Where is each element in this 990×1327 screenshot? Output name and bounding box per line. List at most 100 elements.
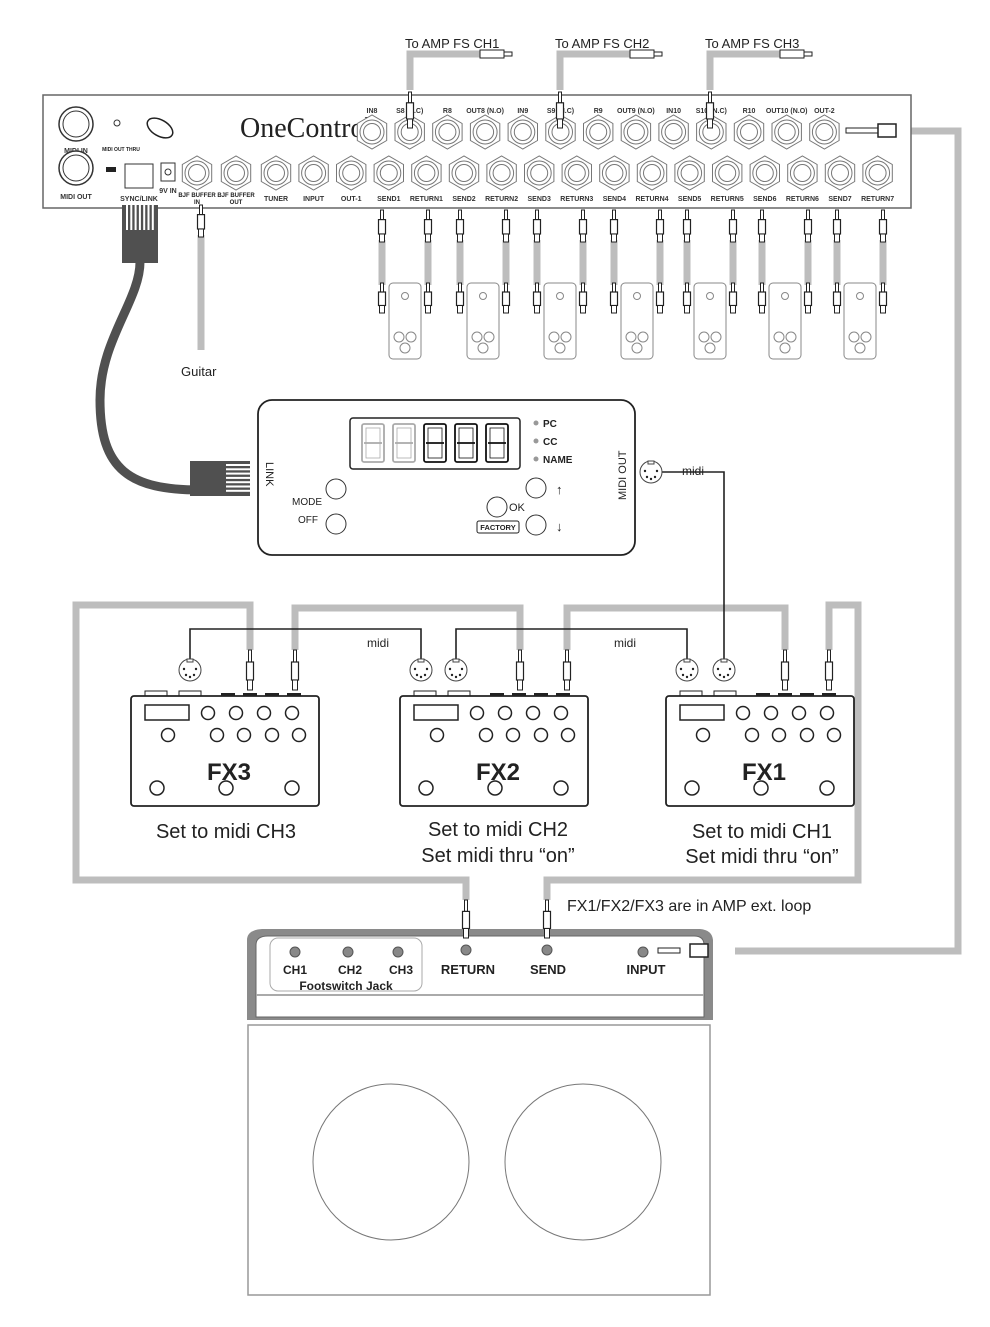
jack-r9[interactable] bbox=[583, 114, 614, 150]
fx-footswitch[interactable] bbox=[418, 780, 434, 796]
up-button[interactable] bbox=[525, 477, 547, 499]
fx-footswitch[interactable] bbox=[753, 780, 769, 796]
jack-in9[interactable] bbox=[507, 114, 538, 150]
fx-footswitch[interactable] bbox=[218, 780, 234, 796]
jack-send4[interactable] bbox=[599, 155, 630, 191]
effect-pedal[interactable] bbox=[768, 282, 802, 360]
fs-ch1-jack[interactable] bbox=[289, 946, 301, 958]
jack-out-1[interactable] bbox=[336, 155, 367, 191]
sync-link-port[interactable] bbox=[124, 163, 154, 189]
jack-send3[interactable] bbox=[524, 155, 555, 191]
jack-return2[interactable] bbox=[486, 155, 517, 191]
jack-in10[interactable] bbox=[658, 114, 689, 150]
jack-send5[interactable] bbox=[674, 155, 705, 191]
power-jack-inner bbox=[164, 168, 172, 176]
jack-label-return5: RETURN5 bbox=[711, 196, 744, 203]
din-key bbox=[186, 658, 194, 663]
jack-return5[interactable] bbox=[712, 155, 743, 191]
jack-tuner[interactable] bbox=[260, 155, 292, 191]
jack-out8-n-o[interactable] bbox=[469, 114, 501, 150]
jack-hole bbox=[342, 164, 361, 182]
seven-segment-digit bbox=[485, 423, 509, 463]
jack-s10-n-c[interactable] bbox=[696, 114, 727, 150]
effect-pedal[interactable] bbox=[466, 282, 500, 360]
jack-ring bbox=[827, 160, 853, 186]
fs-ch2-jack[interactable] bbox=[342, 946, 354, 958]
jack-out-2[interactable] bbox=[809, 114, 840, 150]
plug-tip bbox=[658, 282, 662, 293]
plug-tip bbox=[408, 91, 412, 104]
jack-return6[interactable] bbox=[787, 155, 818, 191]
jack-send1[interactable] bbox=[373, 155, 404, 191]
effect-pedal[interactable] bbox=[843, 282, 877, 360]
jack-r10[interactable] bbox=[733, 114, 765, 150]
jack-return3[interactable] bbox=[561, 155, 592, 191]
effect-pedal[interactable] bbox=[388, 282, 422, 360]
jack-hex bbox=[448, 155, 480, 191]
ok-label: OK bbox=[509, 502, 526, 514]
fx-unit-fx1[interactable]: FX1 bbox=[665, 690, 855, 807]
jack-send2[interactable] bbox=[448, 155, 480, 191]
plug-tip bbox=[760, 282, 764, 293]
fx-footswitch[interactable] bbox=[819, 780, 835, 796]
fx-knob bbox=[695, 727, 711, 743]
amp-input-jack[interactable] bbox=[637, 946, 649, 958]
jack-out10-n-o[interactable] bbox=[771, 114, 802, 150]
jack-return7[interactable] bbox=[862, 155, 893, 191]
jack-r8[interactable] bbox=[432, 114, 463, 150]
amp-return-jack[interactable] bbox=[460, 944, 472, 956]
fx-unit-fx2[interactable]: FX2 bbox=[399, 690, 589, 807]
plug-tip bbox=[426, 282, 430, 293]
fx-unit-fx3[interactable]: FX3 bbox=[130, 690, 320, 807]
din-pin bbox=[728, 667, 732, 671]
midi-thru-switch[interactable] bbox=[106, 167, 116, 172]
jack-out9-n-o[interactable] bbox=[620, 114, 652, 150]
plug-sleeve bbox=[457, 305, 463, 314]
fx-display bbox=[679, 704, 725, 721]
fx-footswitch[interactable] bbox=[284, 780, 300, 796]
plug-tip bbox=[380, 209, 384, 221]
jack-bjf-in[interactable] bbox=[181, 155, 213, 191]
digit-outline bbox=[454, 423, 478, 463]
jack-in8[interactable] bbox=[356, 114, 388, 150]
jack-label-return6: RETURN6 bbox=[786, 196, 819, 203]
effect-pedal[interactable] bbox=[620, 282, 654, 360]
pedal-footswitch bbox=[773, 331, 785, 343]
plug-body bbox=[562, 661, 572, 681]
power-jack[interactable] bbox=[160, 162, 176, 182]
jack-bjf-out[interactable] bbox=[220, 155, 252, 191]
jack-s8-n-c[interactable] bbox=[394, 114, 425, 150]
fx-footswitch[interactable] bbox=[149, 780, 165, 796]
ok-button[interactable] bbox=[486, 496, 508, 518]
amp-send-jack[interactable] bbox=[541, 944, 553, 956]
plug-tip bbox=[565, 649, 569, 663]
down-button[interactable] bbox=[525, 514, 547, 536]
jack-send7[interactable] bbox=[824, 155, 856, 191]
effect-pedal[interactable] bbox=[693, 282, 727, 360]
out2-plug-icon bbox=[845, 123, 897, 138]
fx-knob bbox=[478, 727, 494, 743]
pedal-footswitch bbox=[399, 342, 411, 354]
fs-ch3-jack[interactable] bbox=[392, 946, 404, 958]
fx-footswitch[interactable] bbox=[487, 780, 503, 796]
jack-send6[interactable] bbox=[749, 155, 780, 191]
jack-ring bbox=[564, 160, 590, 186]
jack-return4[interactable] bbox=[636, 155, 668, 191]
mode-label: MODE bbox=[292, 497, 322, 508]
effect-pedal[interactable] bbox=[543, 282, 577, 360]
fx-knob bbox=[791, 705, 807, 721]
fx-jack-slot bbox=[556, 693, 570, 696]
mode-button[interactable] bbox=[325, 478, 347, 500]
plug-body bbox=[832, 291, 842, 307]
plug-body bbox=[689, 943, 709, 958]
jack-input[interactable] bbox=[298, 155, 329, 191]
off-button[interactable] bbox=[325, 513, 347, 535]
midi-in-jack[interactable] bbox=[58, 106, 94, 142]
jack-return1[interactable] bbox=[411, 155, 442, 191]
fx-footswitch[interactable] bbox=[684, 780, 700, 796]
jack-ring bbox=[623, 119, 649, 145]
fx-knob bbox=[291, 727, 307, 743]
midi-out-jack[interactable] bbox=[58, 150, 94, 186]
fx-footswitch[interactable] bbox=[553, 780, 569, 796]
plug-tip bbox=[835, 209, 839, 221]
